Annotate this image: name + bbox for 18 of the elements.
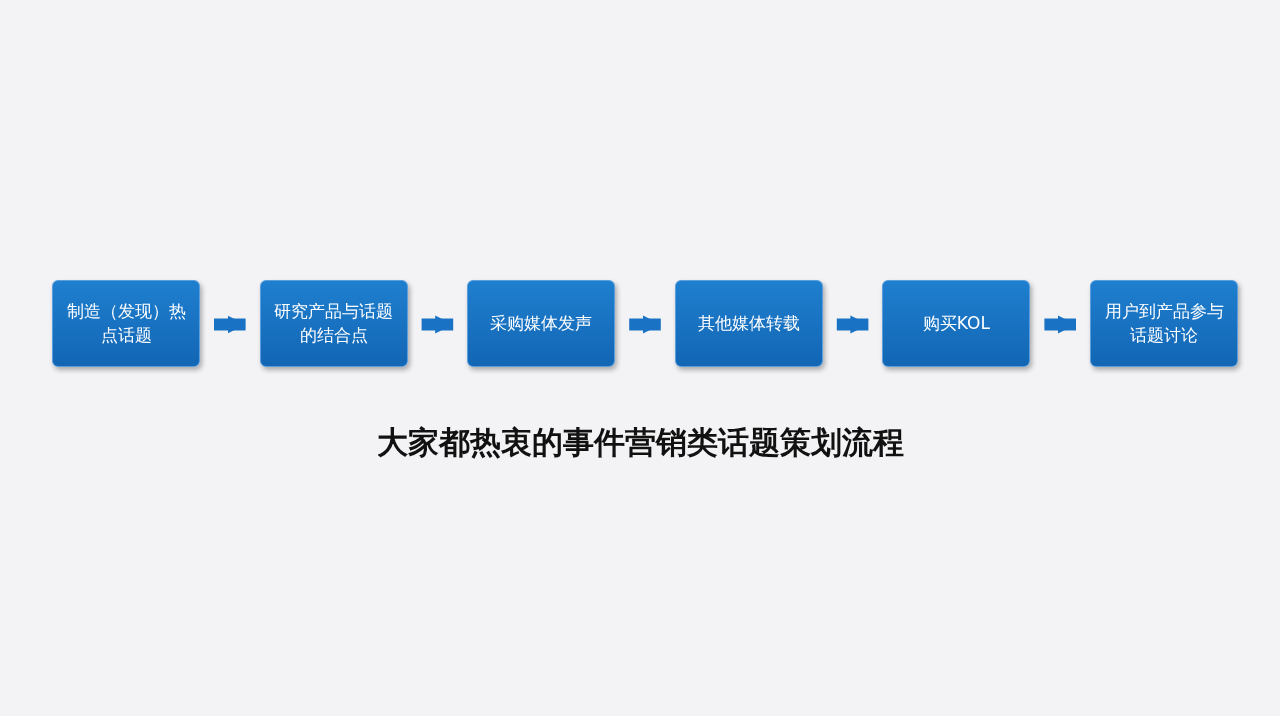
process-box: [1090, 280, 1238, 367]
step-label: 制造（发现）热点话题: [65, 299, 187, 347]
process-box: [674, 280, 823, 367]
block-arrow: [1044, 315, 1076, 334]
step-label: 采购媒体发声: [490, 311, 593, 335]
step-label: 研究产品与话题的结合点: [273, 299, 395, 347]
process-box: [52, 280, 200, 367]
step-label: 用户到产品参与话题讨论: [1103, 299, 1225, 347]
block-arrow: [836, 315, 869, 334]
process-box: [259, 280, 408, 367]
step-label: 其他媒体转载: [697, 311, 800, 335]
step-label: 购买KOL: [922, 311, 990, 335]
process-box: [467, 280, 616, 367]
block-arrow: [421, 315, 454, 334]
process-box: [882, 280, 1031, 367]
block-arrow: [629, 315, 661, 334]
diagram-title: 大家都热衷的事件营销类话题策划流程: [376, 424, 904, 460]
block-arrow: [214, 315, 246, 334]
